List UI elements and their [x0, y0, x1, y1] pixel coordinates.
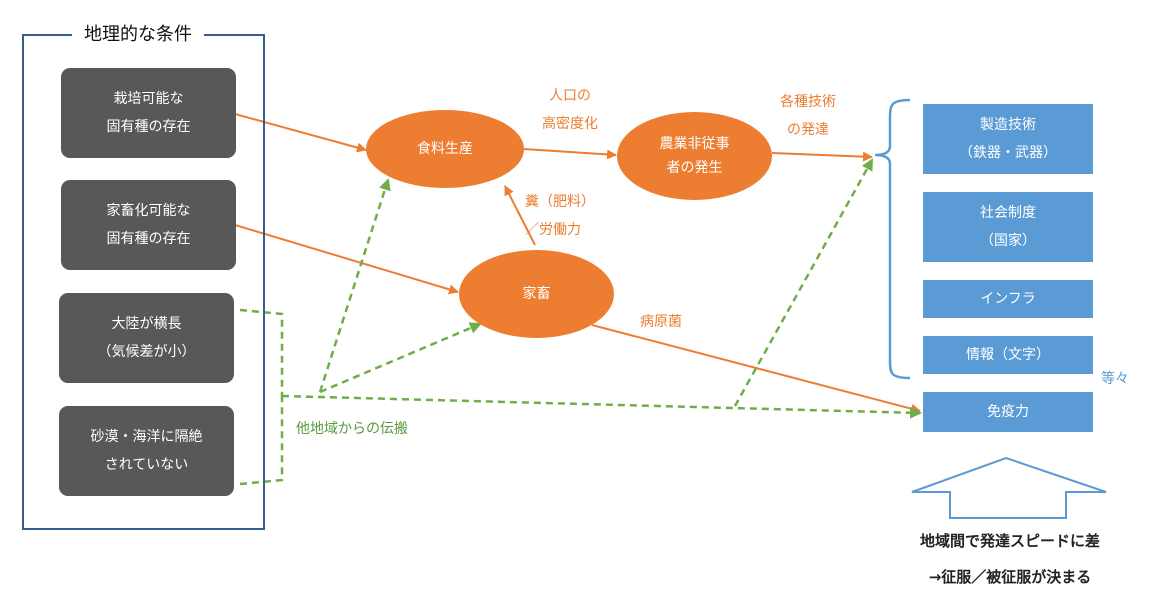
arrow-farmers-to-outcomes	[771, 151, 873, 162]
green-to-livestock	[319, 322, 482, 394]
green-to-outcomes	[733, 158, 874, 407]
label-techniques: 各種技術 の発達	[780, 94, 836, 138]
bracket-continent	[239, 308, 284, 396]
result-line-2: →征服／被征服が決まる	[928, 568, 1092, 586]
arrow-livestock-to-food	[504, 185, 536, 246]
arrow-livestock-to-immunity	[591, 324, 921, 414]
label-pathogens: 病原菌	[640, 314, 682, 330]
arrow-crops-to-food	[234, 113, 367, 153]
up-arrow-icon	[911, 456, 1107, 519]
condition-not-isolated: 砂漠・海洋に隔絶 されていない	[59, 406, 234, 496]
condition-crops: 栽培可能な 固有種の存在	[61, 68, 236, 158]
outcome-infrastructure: インフラ	[923, 280, 1093, 318]
outcome-manufacturing: 製造技術 （鉄器・武器）	[923, 104, 1093, 174]
label-etc: 等々	[1101, 371, 1129, 387]
label-population-density: 人口の 高密度化	[542, 88, 598, 132]
green-to-food	[318, 178, 391, 393]
node-food-production: 食料生産	[366, 110, 524, 188]
condition-domestic-animals: 家畜化可能な 固有種の存在	[61, 180, 236, 270]
result-line-1: 地域間で発達スピードに差	[919, 532, 1100, 550]
node-livestock: 家畜	[459, 250, 614, 338]
node-non-farmers: 農業非従事 者の発生	[617, 112, 772, 200]
condition-continent-shape: 大陸が横長 （気候差が小）	[59, 293, 234, 383]
green-to-immunity	[281, 394, 922, 419]
arrow-animals-to-livestock	[234, 224, 459, 295]
outcome-immunity: 免疫力	[923, 392, 1093, 432]
bracket-desert	[239, 396, 284, 486]
outcome-information: 情報（文字）	[923, 336, 1093, 374]
label-manure-labor: 糞（肥料） ／労働力	[525, 194, 595, 238]
label-diffusion: 他地域からの伝搬	[296, 421, 408, 437]
arrow-food-to-farmers	[523, 148, 617, 160]
outcome-social-system: 社会制度 （国家）	[923, 192, 1093, 262]
outcomes-brace	[874, 98, 911, 380]
group-title: 地理的な条件	[72, 20, 204, 46]
